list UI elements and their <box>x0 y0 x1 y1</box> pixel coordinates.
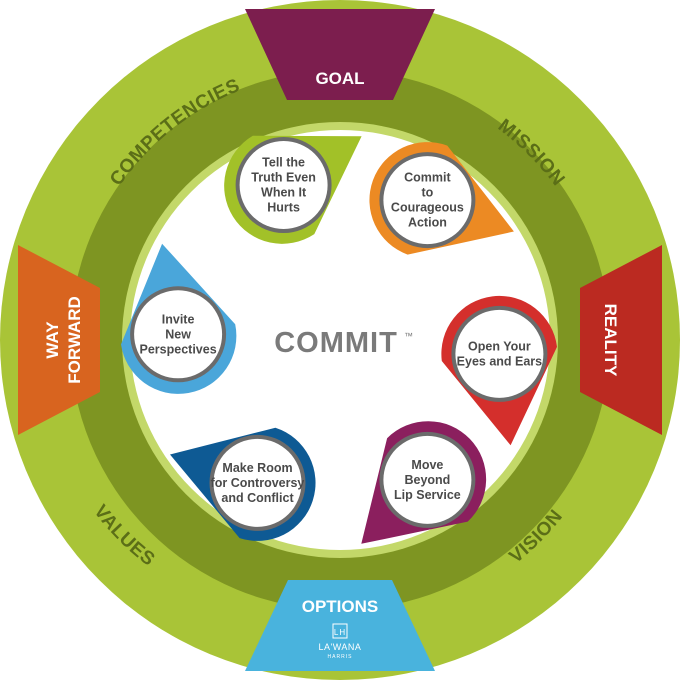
petal-disc <box>455 309 544 398</box>
brand-monogram: LH <box>334 628 346 637</box>
segment-label-reality: REALITY <box>601 304 620 377</box>
brand-monogram-frame <box>332 623 348 639</box>
petal-disc <box>213 438 302 527</box>
brand-sub: HARRIS <box>328 654 353 660</box>
petal-label-line: and Conflict <box>221 491 294 505</box>
petal-label-line: to <box>421 186 433 200</box>
segment-options <box>245 580 435 671</box>
petal-disc <box>239 141 328 229</box>
segment-label-way: WAY <box>43 321 62 359</box>
segment-label-options: OPTIONS <box>302 597 379 616</box>
petal-label-line: Commit <box>404 171 451 185</box>
petal-label-line: When It <box>261 186 307 200</box>
petal-label-line: Invite <box>162 312 195 326</box>
petal-label-line: Perspectives <box>140 342 217 356</box>
petal-label-line: Tell the <box>262 156 305 170</box>
petal-label-line: Move <box>411 458 443 472</box>
petal-label-line: Action <box>408 216 447 230</box>
segment-goal <box>245 9 435 100</box>
segment-label-forward: FORWARD <box>65 296 84 384</box>
brand-name: LA'WANA <box>319 642 362 652</box>
brand-logo: LH LA'WANA HARRIS <box>319 623 362 660</box>
center-word: COMMIT <box>274 327 398 359</box>
petal-disc <box>383 156 472 245</box>
segment-label-goal: GOAL <box>315 69 364 88</box>
petal-label-line: Truth Even <box>251 171 316 185</box>
petal-label-line: Open Your <box>468 339 531 353</box>
petal-label-line: Make Room <box>222 461 292 475</box>
petal-label-line: for Controversy <box>211 476 305 490</box>
petal-label-line: Eyes and Ears <box>457 354 543 368</box>
petal-label-line: New <box>165 327 191 341</box>
petal-label-line: Courageous <box>391 201 464 215</box>
petal-disc <box>134 290 223 379</box>
petal-label-line: Lip Service <box>394 488 461 502</box>
segment-way-forward <box>18 245 100 435</box>
trademark-mark: ™ <box>404 331 413 341</box>
petal-label-line: Beyond <box>404 473 450 487</box>
petal-label-line: Hurts <box>267 201 300 215</box>
petal-disc <box>383 435 472 524</box>
segment-reality <box>580 245 662 435</box>
